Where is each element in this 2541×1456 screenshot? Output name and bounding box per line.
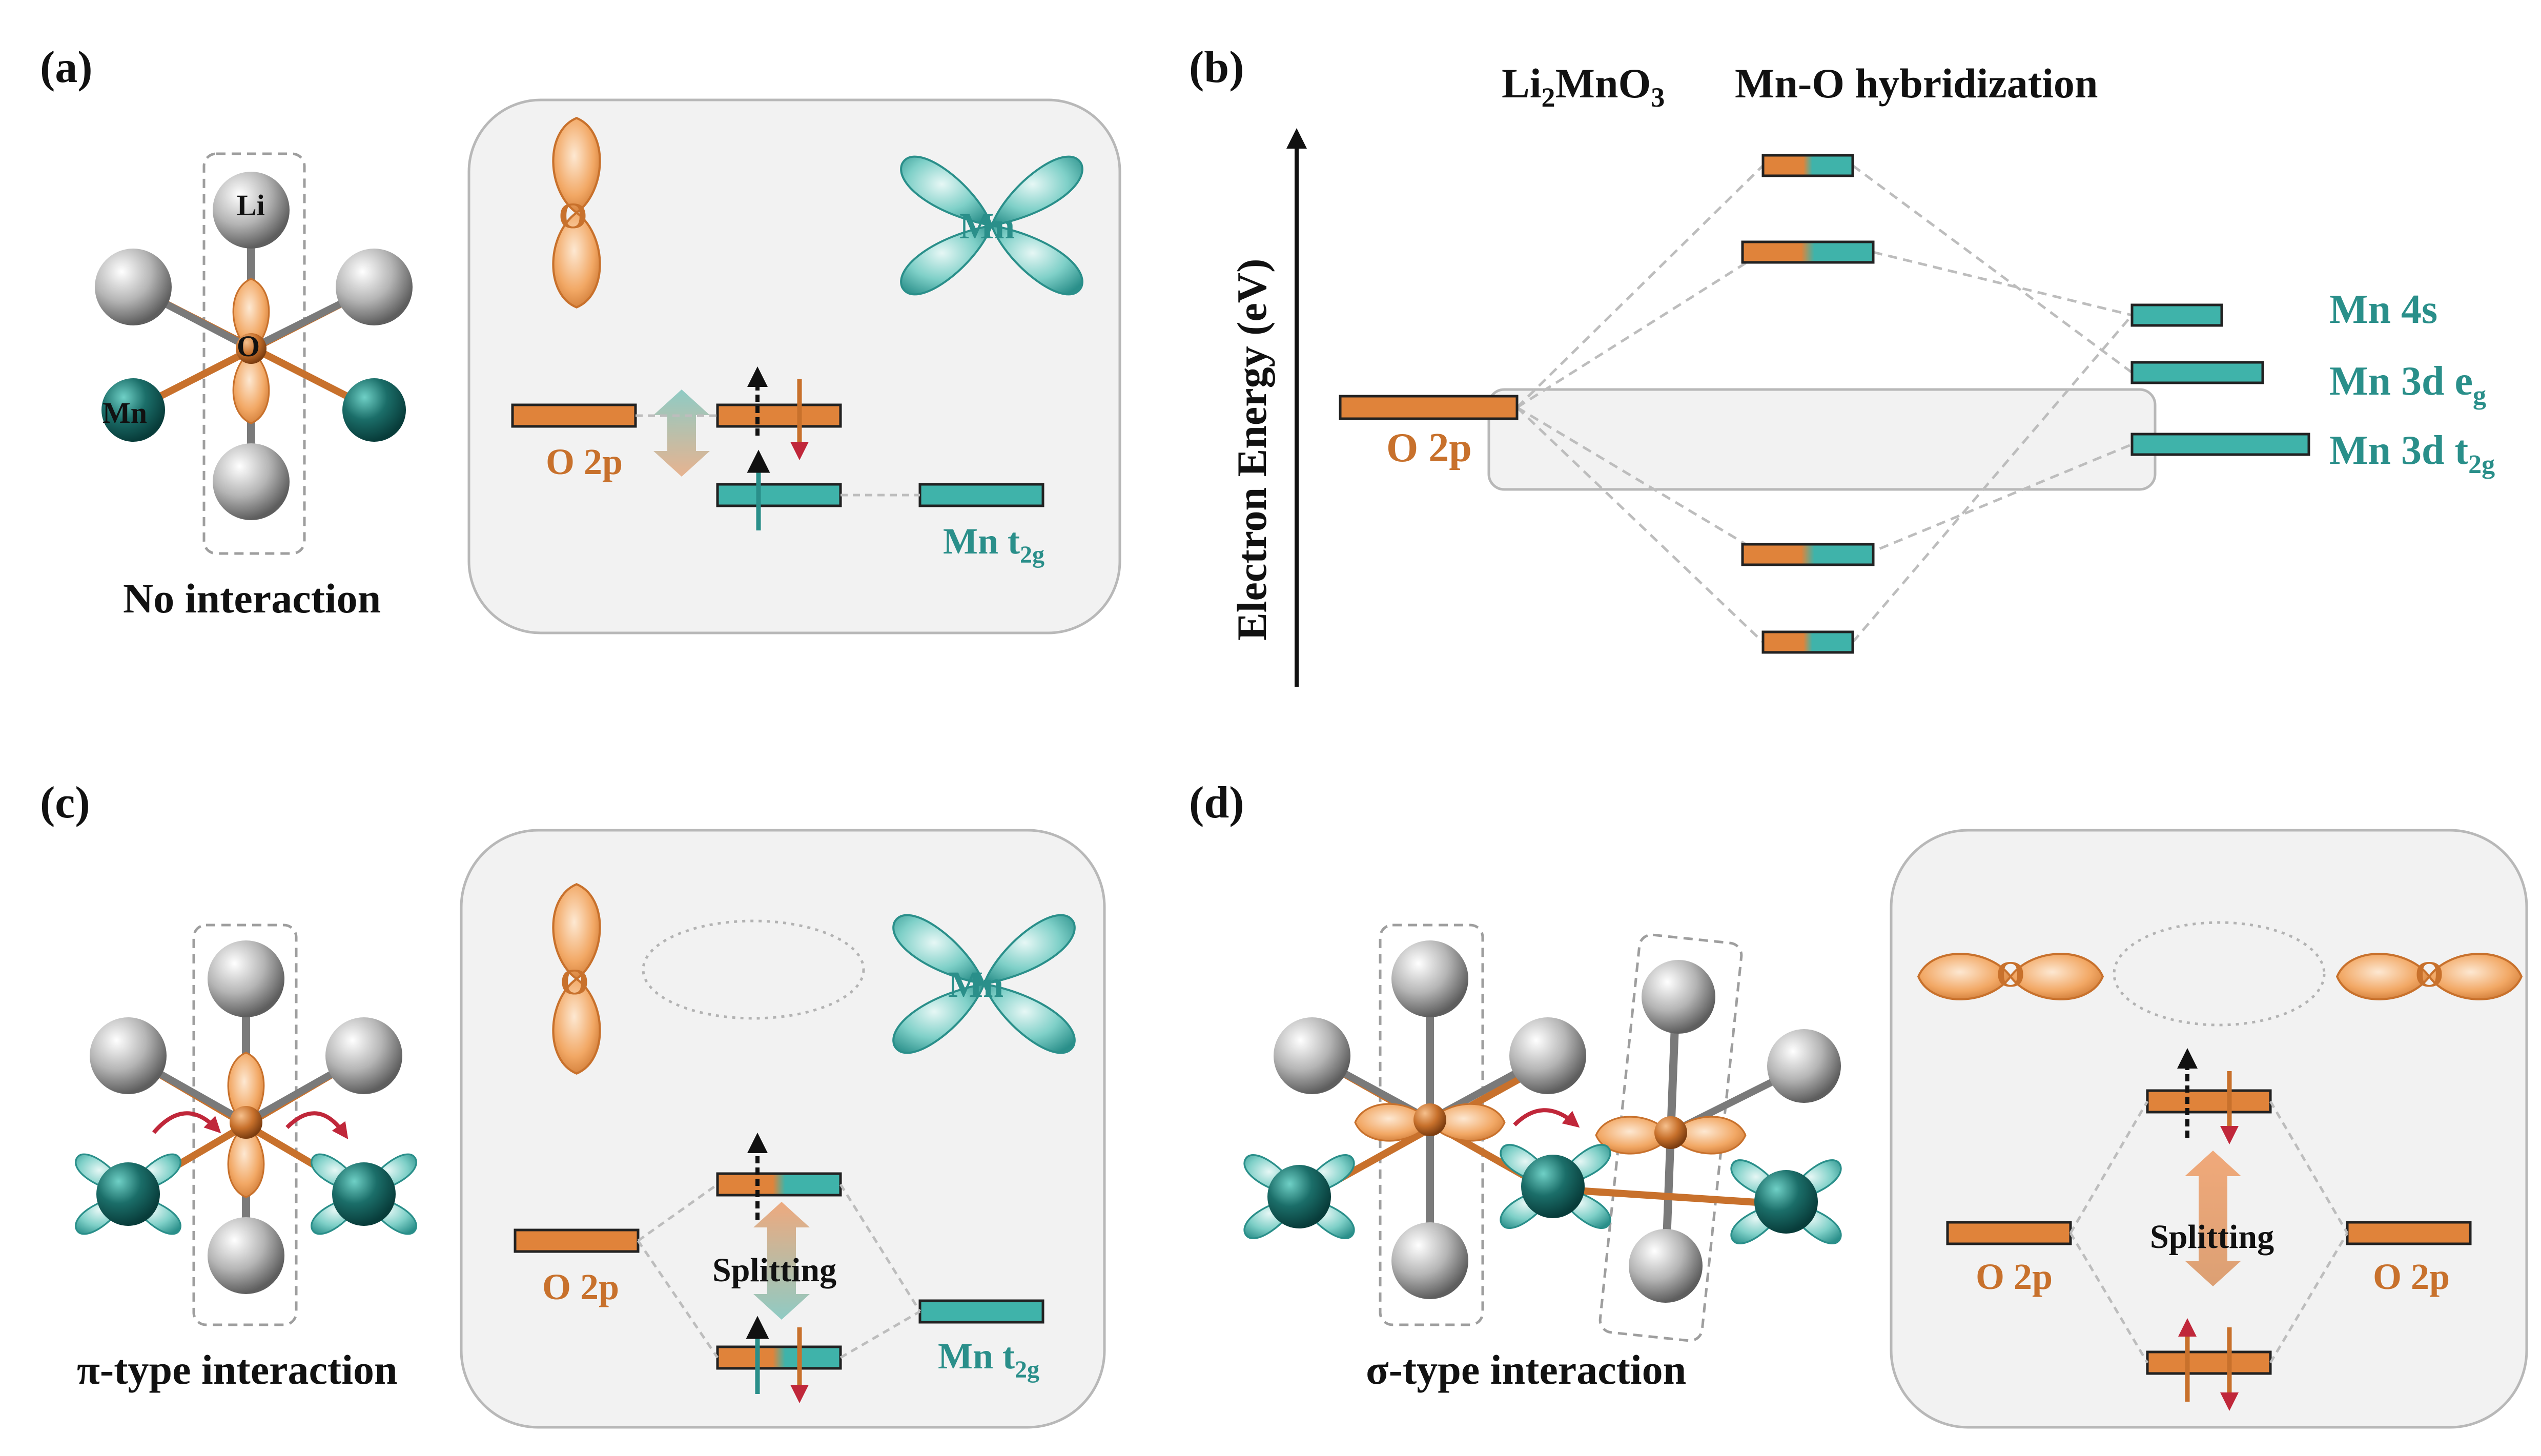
d-interaction-ellipse — [2113, 921, 2326, 1027]
panel-c-structure — [75, 924, 417, 1326]
panel-c-caption: π-type interaction — [77, 1346, 398, 1393]
mn-t2g-level-bar — [918, 483, 1044, 507]
panel-b: (b) Li2MnO3 Mn-O hybridization Electron … — [1189, 43, 2495, 687]
panel-d-tag: (d) — [1189, 778, 1244, 828]
o-atom-icon — [236, 333, 267, 364]
energy-gap-arrow-icon — [653, 389, 710, 477]
d-o2p-right-label: O 2p — [2373, 1256, 2450, 1297]
mn-3d-t2g-level-bar — [2130, 433, 2310, 456]
panel-c: (c) π-type interaction — [40, 778, 1106, 1429]
d-o2p-left-level-bar — [1946, 1221, 2072, 1245]
mn-orbital-label: Mn — [959, 206, 1015, 247]
li-atom-left-icon — [95, 249, 172, 325]
d-o-orbital-right-label: O — [2415, 954, 2444, 995]
li-atom-top-icon — [213, 172, 290, 249]
panel-c-box — [460, 829, 1106, 1429]
b-o2p-level-bar — [1339, 395, 1519, 420]
mn-atom-right-icon — [342, 378, 406, 442]
hybrid-level-4 — [1761, 154, 1854, 177]
panel-d-box — [1890, 829, 2528, 1429]
panel-b-title-compound: Li2MnO3 — [1502, 60, 1665, 113]
mn-4s-label: Mn 4s — [2329, 287, 2437, 332]
panel-b-tag: (b) — [1189, 43, 1244, 92]
electron-transfer-arrow-right-icon — [285, 1111, 349, 1140]
c-mn-t2g-label: Mn t2g — [938, 1336, 1039, 1383]
panel-d: (d) — [1189, 778, 2528, 1429]
panel-a-caption: No interaction — [123, 575, 381, 622]
interaction-ellipse — [642, 919, 865, 1020]
mn-t2g-occupied-bar — [716, 483, 842, 507]
c-antibonding-level-bar — [716, 1172, 842, 1197]
hybrid-level-1 — [1761, 630, 1854, 654]
mn-3d-eg-level-bar — [2130, 361, 2264, 384]
c-splitting-arrow-icon — [753, 1202, 810, 1320]
c-splitting-label: Splitting — [712, 1252, 836, 1289]
d-electron-transfer-arrow-icon — [1513, 1108, 1580, 1128]
panel-c-tag: (c) — [40, 778, 90, 828]
d-o-orbital-left-label: O — [1996, 954, 2025, 995]
d-o2p-right-level-bar — [2346, 1221, 2472, 1245]
li-atom-bottom-icon — [213, 443, 290, 520]
mn-3d-eg-label: Mn 3d eg — [2329, 359, 2486, 410]
panel-d-caption: σ-type interaction — [1366, 1346, 1686, 1393]
panel-b-title-hybridization: Mn-O hybridization — [1735, 60, 2098, 107]
panel-a-structure: Li O Mn — [95, 152, 413, 555]
d-splitting-arrow-icon — [2185, 1151, 2241, 1286]
c-o-orbital-label: O — [560, 961, 589, 1002]
o-orbital-label: O — [559, 195, 587, 236]
c-o2p-level-bar — [514, 1228, 640, 1253]
c-mn-orbital-label: Mn — [948, 964, 1003, 1005]
mn-3d-t2g-label: Mn 3d t2g — [2329, 428, 2495, 479]
d-antibonding-level-bar — [2146, 1089, 2272, 1114]
li-label: Li — [237, 189, 265, 222]
electron-transfer-arrow-left-icon — [152, 1111, 221, 1134]
mn-atom-left-icon — [101, 378, 165, 442]
mn-t2g-level-label: Mn t2g — [943, 521, 1044, 568]
o2p-level-bar — [511, 403, 637, 428]
c-bonding-level-bar — [716, 1345, 842, 1370]
li-atom-right-icon — [336, 249, 413, 325]
energy-axis-label: Electron Energy (eV) — [1228, 259, 1275, 641]
d-bonding-level-bar — [2146, 1350, 2272, 1375]
d-splitting-label: Splitting — [2150, 1218, 2274, 1256]
o2p-level-label: O 2p — [546, 441, 623, 482]
o-label: O — [237, 330, 260, 363]
c-mn-t2g-level-bar — [918, 1299, 1044, 1324]
c-o2p-level-label: O 2p — [542, 1266, 619, 1307]
mn-label: Mn — [103, 396, 147, 429]
hybrid-level-3 — [1741, 240, 1875, 264]
mn-4s-level-bar — [2130, 303, 2223, 327]
panel-d-structure — [1243, 924, 1842, 1342]
panel-a: (a) Li O Mn No interaction O — [40, 43, 1121, 634]
o2p-occupied-bar — [716, 403, 842, 428]
hybrid-level-2 — [1741, 543, 1875, 566]
panel-a-tag: (a) — [40, 43, 93, 92]
b-o2p-level-label: O 2p — [1386, 425, 1472, 470]
d-o2p-left-label: O 2p — [1976, 1256, 2053, 1297]
